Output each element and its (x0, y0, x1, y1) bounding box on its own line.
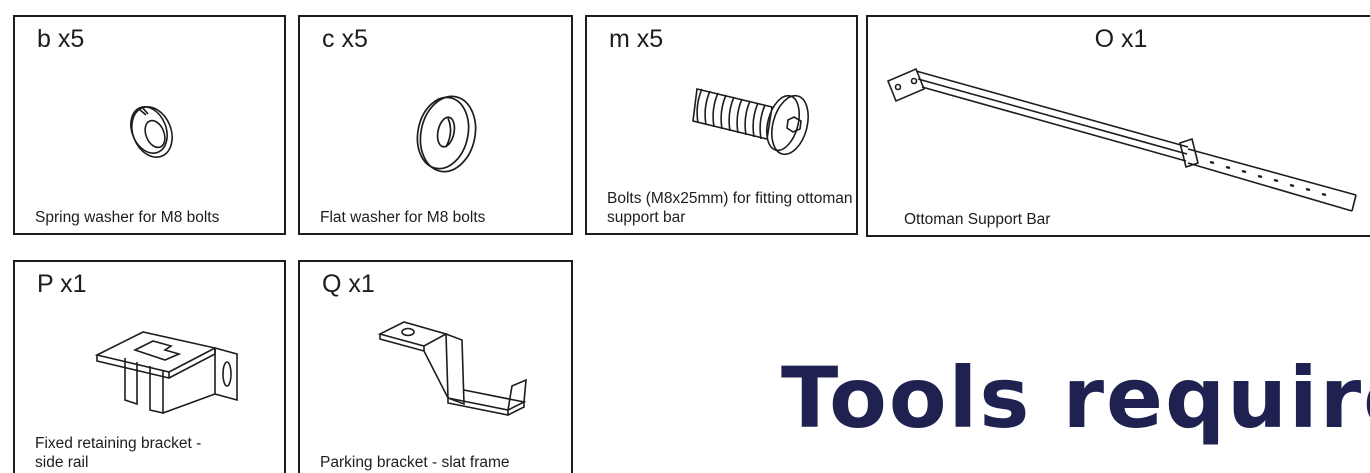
part-description: Ottoman Support Bar (904, 211, 1051, 228)
part-code: m x5 (609, 25, 664, 53)
part-code: b x5 (37, 25, 85, 53)
part-description: Parking bracket - slat frame (320, 454, 510, 471)
part-description: Spring washer for M8 bolts (35, 209, 220, 226)
part-code: c x5 (322, 25, 368, 53)
tools-required-heading: Tools required (781, 349, 1370, 447)
part-description: Fixed retaining bracket - side rail (35, 435, 202, 471)
part-card-c: c x5 Flat washer for M8 bolts (298, 15, 573, 235)
part-code: Q x1 (322, 270, 375, 298)
support-bar-icon (886, 67, 1357, 212)
flat-washer-icon (416, 95, 477, 173)
bolt-icon (692, 88, 809, 156)
part-code: O x1 (1094, 25, 1148, 53)
retaining-bracket-icon (94, 331, 238, 415)
part-card-b: b x5 Spring washer for M8 bolts (13, 15, 286, 235)
part-card-o: O x1 (866, 15, 1370, 237)
part-card-m: m x5 Bolts (M8x25mm) for fitting ott (585, 15, 858, 235)
part-card-q: Q x1 Parking bracket - slat frame (298, 260, 573, 473)
spring-washer-icon (130, 106, 173, 158)
parking-bracket-icon (377, 321, 527, 416)
part-description: Flat washer for M8 bolts (320, 209, 486, 226)
part-card-p: P x1 Fixed retaining bracket - side rail (13, 260, 286, 473)
part-description: Bolts (M8x25mm) for fitting ottoman supp… (607, 190, 853, 226)
part-code: P x1 (37, 270, 87, 298)
